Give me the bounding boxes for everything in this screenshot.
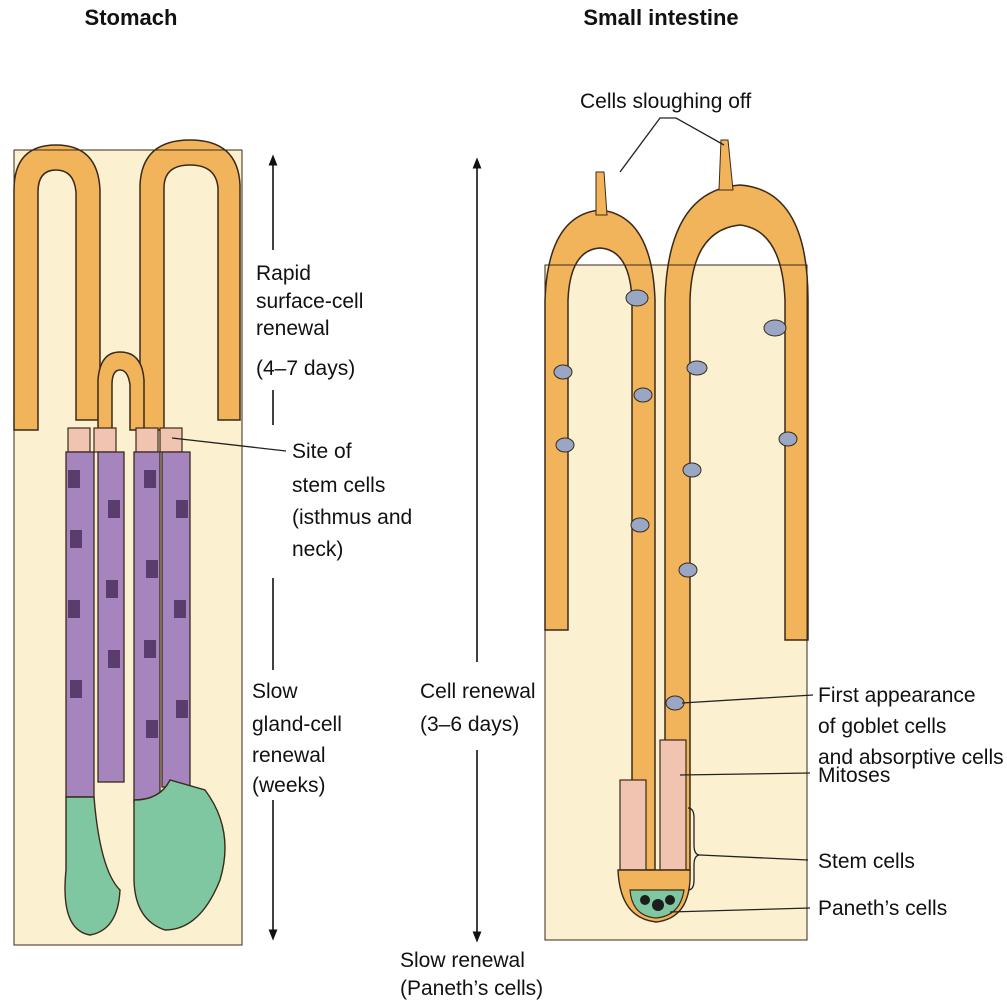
svg-text:(isthmus and: (isthmus and	[292, 506, 412, 529]
sloughing-leader-lines	[620, 118, 724, 172]
intestine-title: Small intestine	[583, 5, 738, 30]
stomach-stem-band-left	[68, 428, 90, 452]
stomach-stem-band-right	[160, 428, 182, 452]
cell-renewal-label: Cell renewal (3–6 days)	[420, 680, 536, 736]
first-appearance-label: First appearance of goblet cells and abs…	[818, 684, 1004, 769]
stomach-stem-band-mid1	[94, 428, 116, 452]
stomach-gland-column-3	[134, 452, 160, 802]
svg-text:gland-cell: gland-cell	[252, 713, 342, 736]
svg-text:neck): neck)	[292, 538, 343, 561]
intestine-panel	[545, 140, 808, 940]
svg-text:(Paneth’s cells): (Paneth’s cells)	[400, 977, 543, 1000]
svg-text:Rapid: Rapid	[256, 262, 311, 285]
svg-text:renewal: renewal	[252, 744, 326, 767]
stomach-panel	[14, 140, 242, 945]
svg-text:First appearance: First appearance	[818, 684, 976, 707]
svg-text:Site of: Site of	[292, 440, 352, 463]
svg-text:stem cells: stem cells	[292, 474, 385, 497]
svg-text:Slow renewal: Slow renewal	[400, 949, 525, 972]
rapid-renewal-label: Rapid surface-cell renewal (4–7 days)	[256, 262, 363, 380]
slow-paneth-renewal-label: Slow renewal (Paneth’s cells)	[400, 949, 543, 1000]
svg-text:Slow: Slow	[252, 680, 298, 703]
stomach-title: Stomach	[85, 5, 178, 30]
stomach-gland-column-1	[66, 452, 94, 797]
sloughing-cell-right	[719, 140, 733, 190]
stem-cells-label: Stem cells	[818, 850, 915, 873]
paneth-label: Paneth’s cells	[818, 897, 947, 920]
slow-gland-renewal-label: Slow gland-cell renewal (weeks)	[252, 680, 342, 797]
stem-site-label: Site of stem cells (isthmus and neck)	[292, 440, 412, 561]
sloughing-label: Cells sloughing off	[580, 90, 751, 113]
svg-text:renewal: renewal	[256, 317, 330, 340]
svg-text:(3–6 days): (3–6 days)	[420, 713, 519, 736]
svg-text:Cell renewal: Cell renewal	[420, 680, 536, 703]
svg-text:(weeks): (weeks)	[252, 774, 326, 797]
svg-text:(4–7 days): (4–7 days)	[256, 357, 355, 380]
svg-text:of goblet cells: of goblet cells	[818, 715, 946, 738]
sloughing-cell-left	[596, 172, 607, 215]
stomach-stem-band-mid2	[136, 428, 158, 452]
intestine-crypt-right-pink	[660, 740, 686, 870]
svg-text:surface-cell: surface-cell	[256, 290, 363, 313]
mitoses-label: Mitoses	[818, 764, 890, 787]
intestine-crypt-left-pink	[620, 780, 646, 870]
